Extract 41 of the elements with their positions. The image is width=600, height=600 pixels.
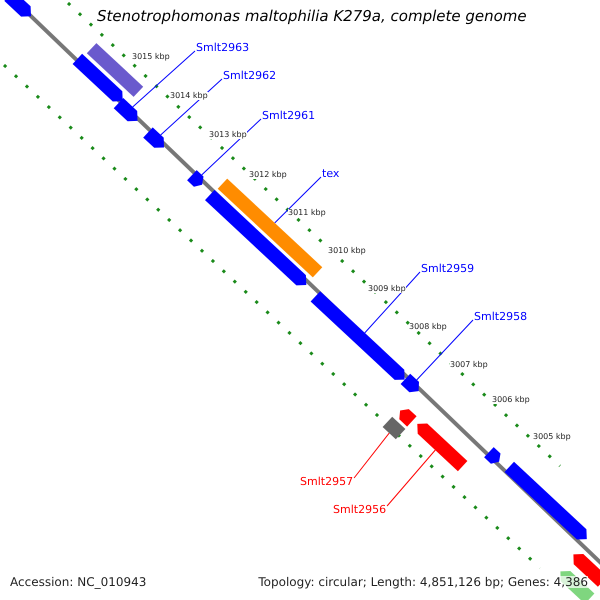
leader-line [354,432,390,478]
tick-label: 3015 kbp [132,53,170,61]
gene-feature [310,291,405,380]
gene-feature [143,127,164,148]
gene-label: Smlt2957 [300,476,354,487]
gene-feature [484,447,500,464]
gene-label: Smlt2962 [223,70,276,81]
tick-label: 3007 kbp [450,361,488,369]
tick-label: 3013 kbp [209,131,247,139]
gene-feature [399,409,417,427]
gene-label: Smlt2956 [333,504,386,515]
gene-label: tex [322,168,340,179]
leader-line [416,320,474,380]
tick-label: 3014 kbp [170,92,208,100]
gene-feature [205,190,306,286]
gene-feature [72,54,123,102]
gene-label: Smlt2963 [196,42,250,53]
gene-feature [187,170,204,187]
gene-label: Smlt2959 [421,263,474,274]
gene-feature [4,0,31,17]
gene-feature [400,374,419,392]
leader-line [274,176,322,224]
tick-label: 3011 kbp [288,209,326,217]
tick-label: 3009 kbp [368,285,406,293]
genome-info-text: Topology: circular; Length: 4,851,126 bp; Genes: 4,386 [258,576,588,588]
gene-feature [382,416,406,440]
gene-feature [417,424,468,472]
gene-feature [504,462,587,540]
leader-line [132,50,196,108]
leader-line [386,450,436,506]
leader-line [201,118,262,176]
gene-label: Smlt2958 [474,311,528,322]
accession-text: Accession: NC_010943 [10,576,146,588]
gene-label: Smlt2961 [262,110,316,121]
title: Stenotrophomonas maltophilia K279a, complete genome [97,9,527,24]
leader-line [364,272,420,334]
tick-label: 3005 kbp [533,433,571,441]
tick-label: 3006 kbp [492,396,530,404]
leader-line [160,78,222,136]
tick-label: 3010 kbp [328,247,366,255]
tick-label: 3012 kbp [249,171,287,179]
